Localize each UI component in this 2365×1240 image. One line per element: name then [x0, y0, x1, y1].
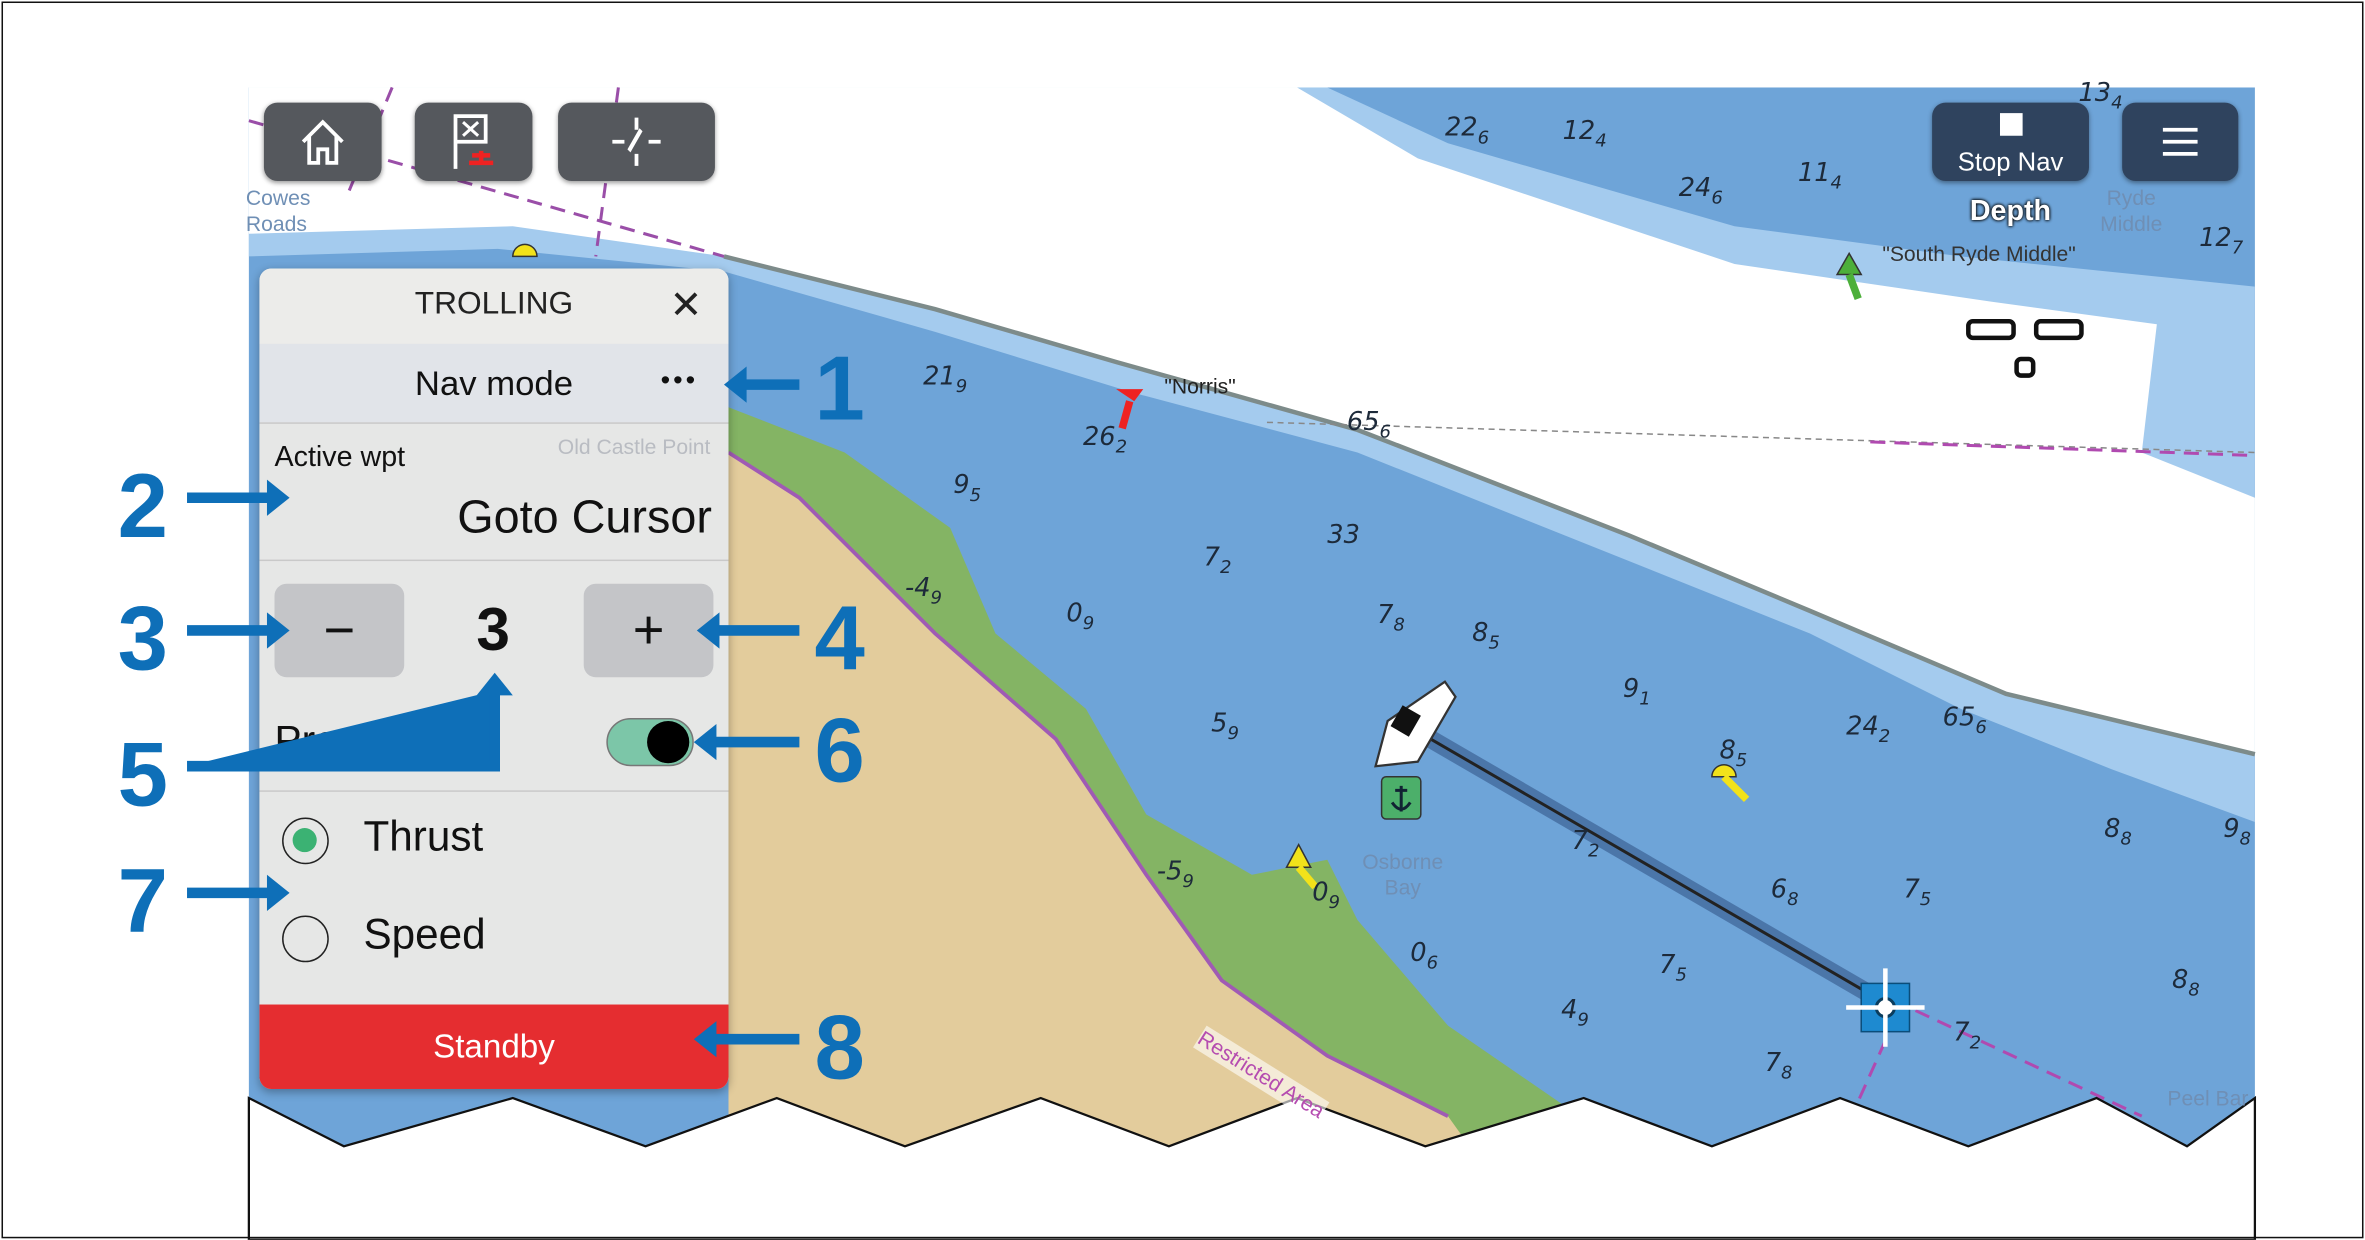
route-line — [1417, 730, 1887, 1005]
green-buoy-icon — [1835, 251, 1863, 300]
sounding: 88 — [2171, 965, 2200, 1000]
sounding: 656 — [1942, 702, 1987, 738]
sounding: 68 — [1770, 874, 1799, 910]
sounding: 242 — [1846, 711, 1891, 747]
propeller-label: Propeller — [274, 717, 438, 764]
callout-4: 4 — [814, 588, 865, 690]
map-label-peel: Peel Bar — [2167, 1085, 2249, 1111]
sounding: 246 — [1678, 173, 1723, 209]
callout-6: 6 — [814, 699, 865, 801]
sounding: 75 — [1659, 950, 1687, 985]
sounding: 95 — [953, 470, 982, 506]
anchorage-icon — [1380, 776, 1422, 820]
map-label-osborne: Osborne Bay — [1362, 849, 1444, 899]
callout-8: 8 — [814, 996, 865, 1099]
sounding: 91 — [1622, 674, 1651, 709]
sounding: 75 — [1903, 874, 1932, 910]
map-label-norris: "Norris" — [1164, 374, 1236, 399]
panel-title: TROLLING — [414, 286, 574, 322]
torn-edge — [247, 1095, 2257, 1240]
sounding: 127 — [2199, 223, 2244, 258]
sounding: 72 — [1571, 826, 1600, 862]
waypoint-flag-icon — [453, 114, 494, 169]
sounding: 88 — [2104, 814, 2132, 850]
thrust-label: Thrust — [363, 812, 484, 860]
home-icon — [301, 119, 344, 165]
sounding: 09 — [1066, 598, 1095, 634]
active-wpt-value: Goto Cursor — [457, 490, 712, 543]
sounding: 98 — [2223, 814, 2252, 850]
boat-icon — [1374, 680, 1457, 768]
sounding: 09 — [1312, 877, 1341, 913]
sounding: 85 — [1719, 736, 1748, 771]
sounding: 72 — [1953, 1018, 1982, 1053]
close-icon[interactable]: ✕ — [669, 282, 703, 328]
map-label-ryde: Ryde Middle — [2100, 185, 2163, 236]
stop-icon — [1999, 113, 2023, 136]
increase-button[interactable]: + — [583, 583, 714, 678]
sounding: 85 — [1472, 618, 1500, 654]
contour-line — [723, 254, 2256, 757]
speed-radio[interactable] — [282, 915, 329, 963]
callout-7: 7 — [117, 850, 168, 952]
propeller-toggle[interactable] — [606, 717, 694, 767]
sounding: 78 — [1764, 1048, 1793, 1083]
hamburger-menu-icon — [2162, 127, 2198, 156]
callout-2: 2 — [117, 455, 168, 557]
map-label-cowes: Cowes Roads — [245, 185, 311, 236]
restricted-area-line — [727, 450, 1449, 1118]
thrust-radio[interactable] — [282, 817, 329, 865]
sounding: 59 — [1211, 708, 1240, 744]
decrease-button[interactable]: − — [274, 583, 405, 678]
menu-button[interactable] — [2122, 102, 2239, 181]
standby-button[interactable]: Standby — [259, 1004, 729, 1089]
stop-nav-label: Stop Nav — [1957, 147, 2064, 177]
sounding: 114 — [1797, 158, 1843, 194]
sounding: 78 — [1377, 600, 1405, 635]
sounding: -49 — [904, 573, 943, 608]
buoy-icon — [512, 243, 538, 258]
callout-1: 1 — [814, 337, 865, 439]
depth-label: Depth — [1969, 196, 2052, 228]
cursor-target-icon[interactable] — [1846, 968, 1925, 1047]
sounding: 219 — [923, 361, 968, 397]
trolling-panel: TROLLING ✕ Nav mode ••• Old Castle Point… — [259, 268, 729, 1089]
sounding: 06 — [1410, 938, 1439, 973]
sounding: 124 — [1562, 116, 1607, 151]
red-buoy-icon — [1116, 389, 1144, 430]
depth-widget-icon — [1966, 319, 2016, 341]
waypoint-button[interactable] — [414, 102, 533, 181]
sounding: 33 — [1327, 520, 1360, 551]
buoy-icon — [1285, 843, 1319, 890]
land — [728, 452, 1479, 1159]
sounding: 134 — [2078, 78, 2123, 114]
autopilot-icon — [612, 117, 661, 166]
stop-nav-button[interactable]: Stop Nav — [1932, 102, 2089, 181]
callout-3: 3 — [117, 588, 168, 690]
nav-mode-row[interactable]: Nav mode ••• — [259, 343, 729, 423]
sounding: 262 — [1082, 422, 1128, 458]
sounding: 72 — [1203, 542, 1232, 578]
autopilot-button[interactable] — [558, 102, 715, 181]
sounding: -59 — [1156, 856, 1194, 892]
step-value: 3 — [476, 597, 510, 664]
home-button[interactable] — [263, 102, 382, 181]
callout-5: 5 — [117, 723, 168, 826]
drying-area — [248, 87, 2255, 755]
active-wpt-label: Active wpt — [274, 441, 406, 474]
buoy-icon — [1711, 763, 1750, 803]
speed-label: Speed — [363, 911, 486, 958]
sounding: 226 — [1444, 113, 1490, 148]
map-label-south-ryde: "South Ryde Middle" — [1882, 241, 2076, 266]
sounding: 656 — [1346, 407, 1392, 442]
nav-mode-label: Nav mode — [414, 363, 574, 403]
more-options-icon[interactable]: ••• — [660, 365, 699, 396]
panel-header: TROLLING ✕ — [259, 268, 729, 344]
sounding: 49 — [1561, 995, 1589, 1031]
map-label-old-castle: Old Castle Point — [557, 434, 711, 459]
